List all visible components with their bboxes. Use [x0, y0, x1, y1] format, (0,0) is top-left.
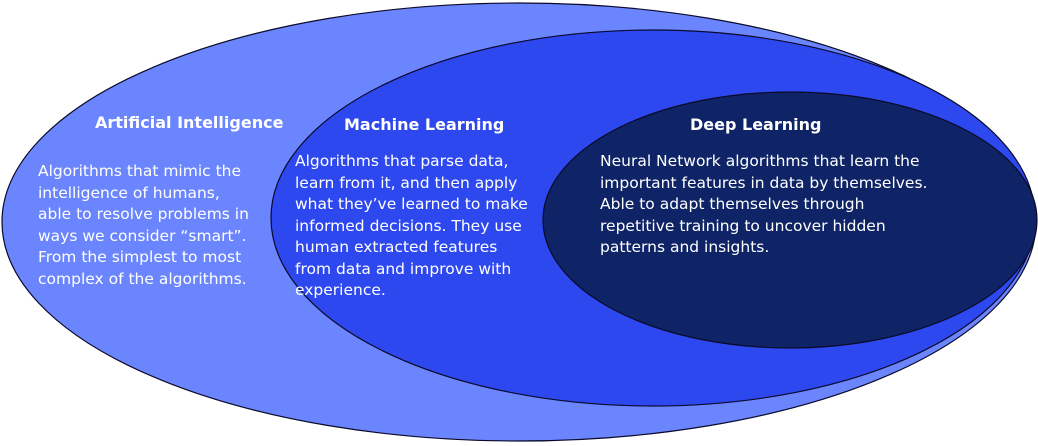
ml-description-line: Algorithms that parse data, [295, 152, 509, 170]
ai-description-line: ways we consider “smart”. [38, 226, 247, 245]
dl-description-line: repetitive training to uncover hidden [600, 216, 886, 235]
ai-description-line: Algorithms that mimic the [38, 162, 242, 180]
ai-title: Artificial Intelligence [95, 113, 284, 132]
ai-description-line: intelligence of humans, [38, 183, 220, 202]
ml-description-line: experience. [295, 281, 386, 299]
ml-description-line: human extracted features [295, 238, 498, 256]
ai-description-line: complex of the algorithms. [38, 269, 247, 288]
dl-description-line: patterns and insights. [600, 238, 770, 256]
ml-title: Machine Learning [344, 115, 505, 134]
dl-description-line: Neural Network algorithms that learn the [600, 152, 920, 170]
ml-description-line: from data and improve with [295, 259, 512, 278]
ai-description: Algorithms that mimic the intelligence o… [38, 161, 249, 290]
ai-description-line: From the simplest to most [38, 248, 242, 266]
ml-description: Algorithms that parse data, learn from i… [295, 151, 528, 302]
dl-description-line: important features in data by themselves… [600, 173, 928, 192]
ml-description-line: what they’ve learned to make [295, 195, 528, 213]
ai-description-line: able to resolve problems in [38, 205, 249, 223]
ml-description-line: informed decisions. They use [295, 216, 522, 235]
dl-title: Deep Learning [690, 115, 822, 134]
dl-description-line: Able to adapt themselves through [600, 195, 865, 213]
ml-description-line: learn from it, and then apply [295, 173, 518, 192]
dl-ellipse [542, 91, 1038, 349]
dl-description: Neural Network algorithms that learn the… [600, 151, 927, 259]
